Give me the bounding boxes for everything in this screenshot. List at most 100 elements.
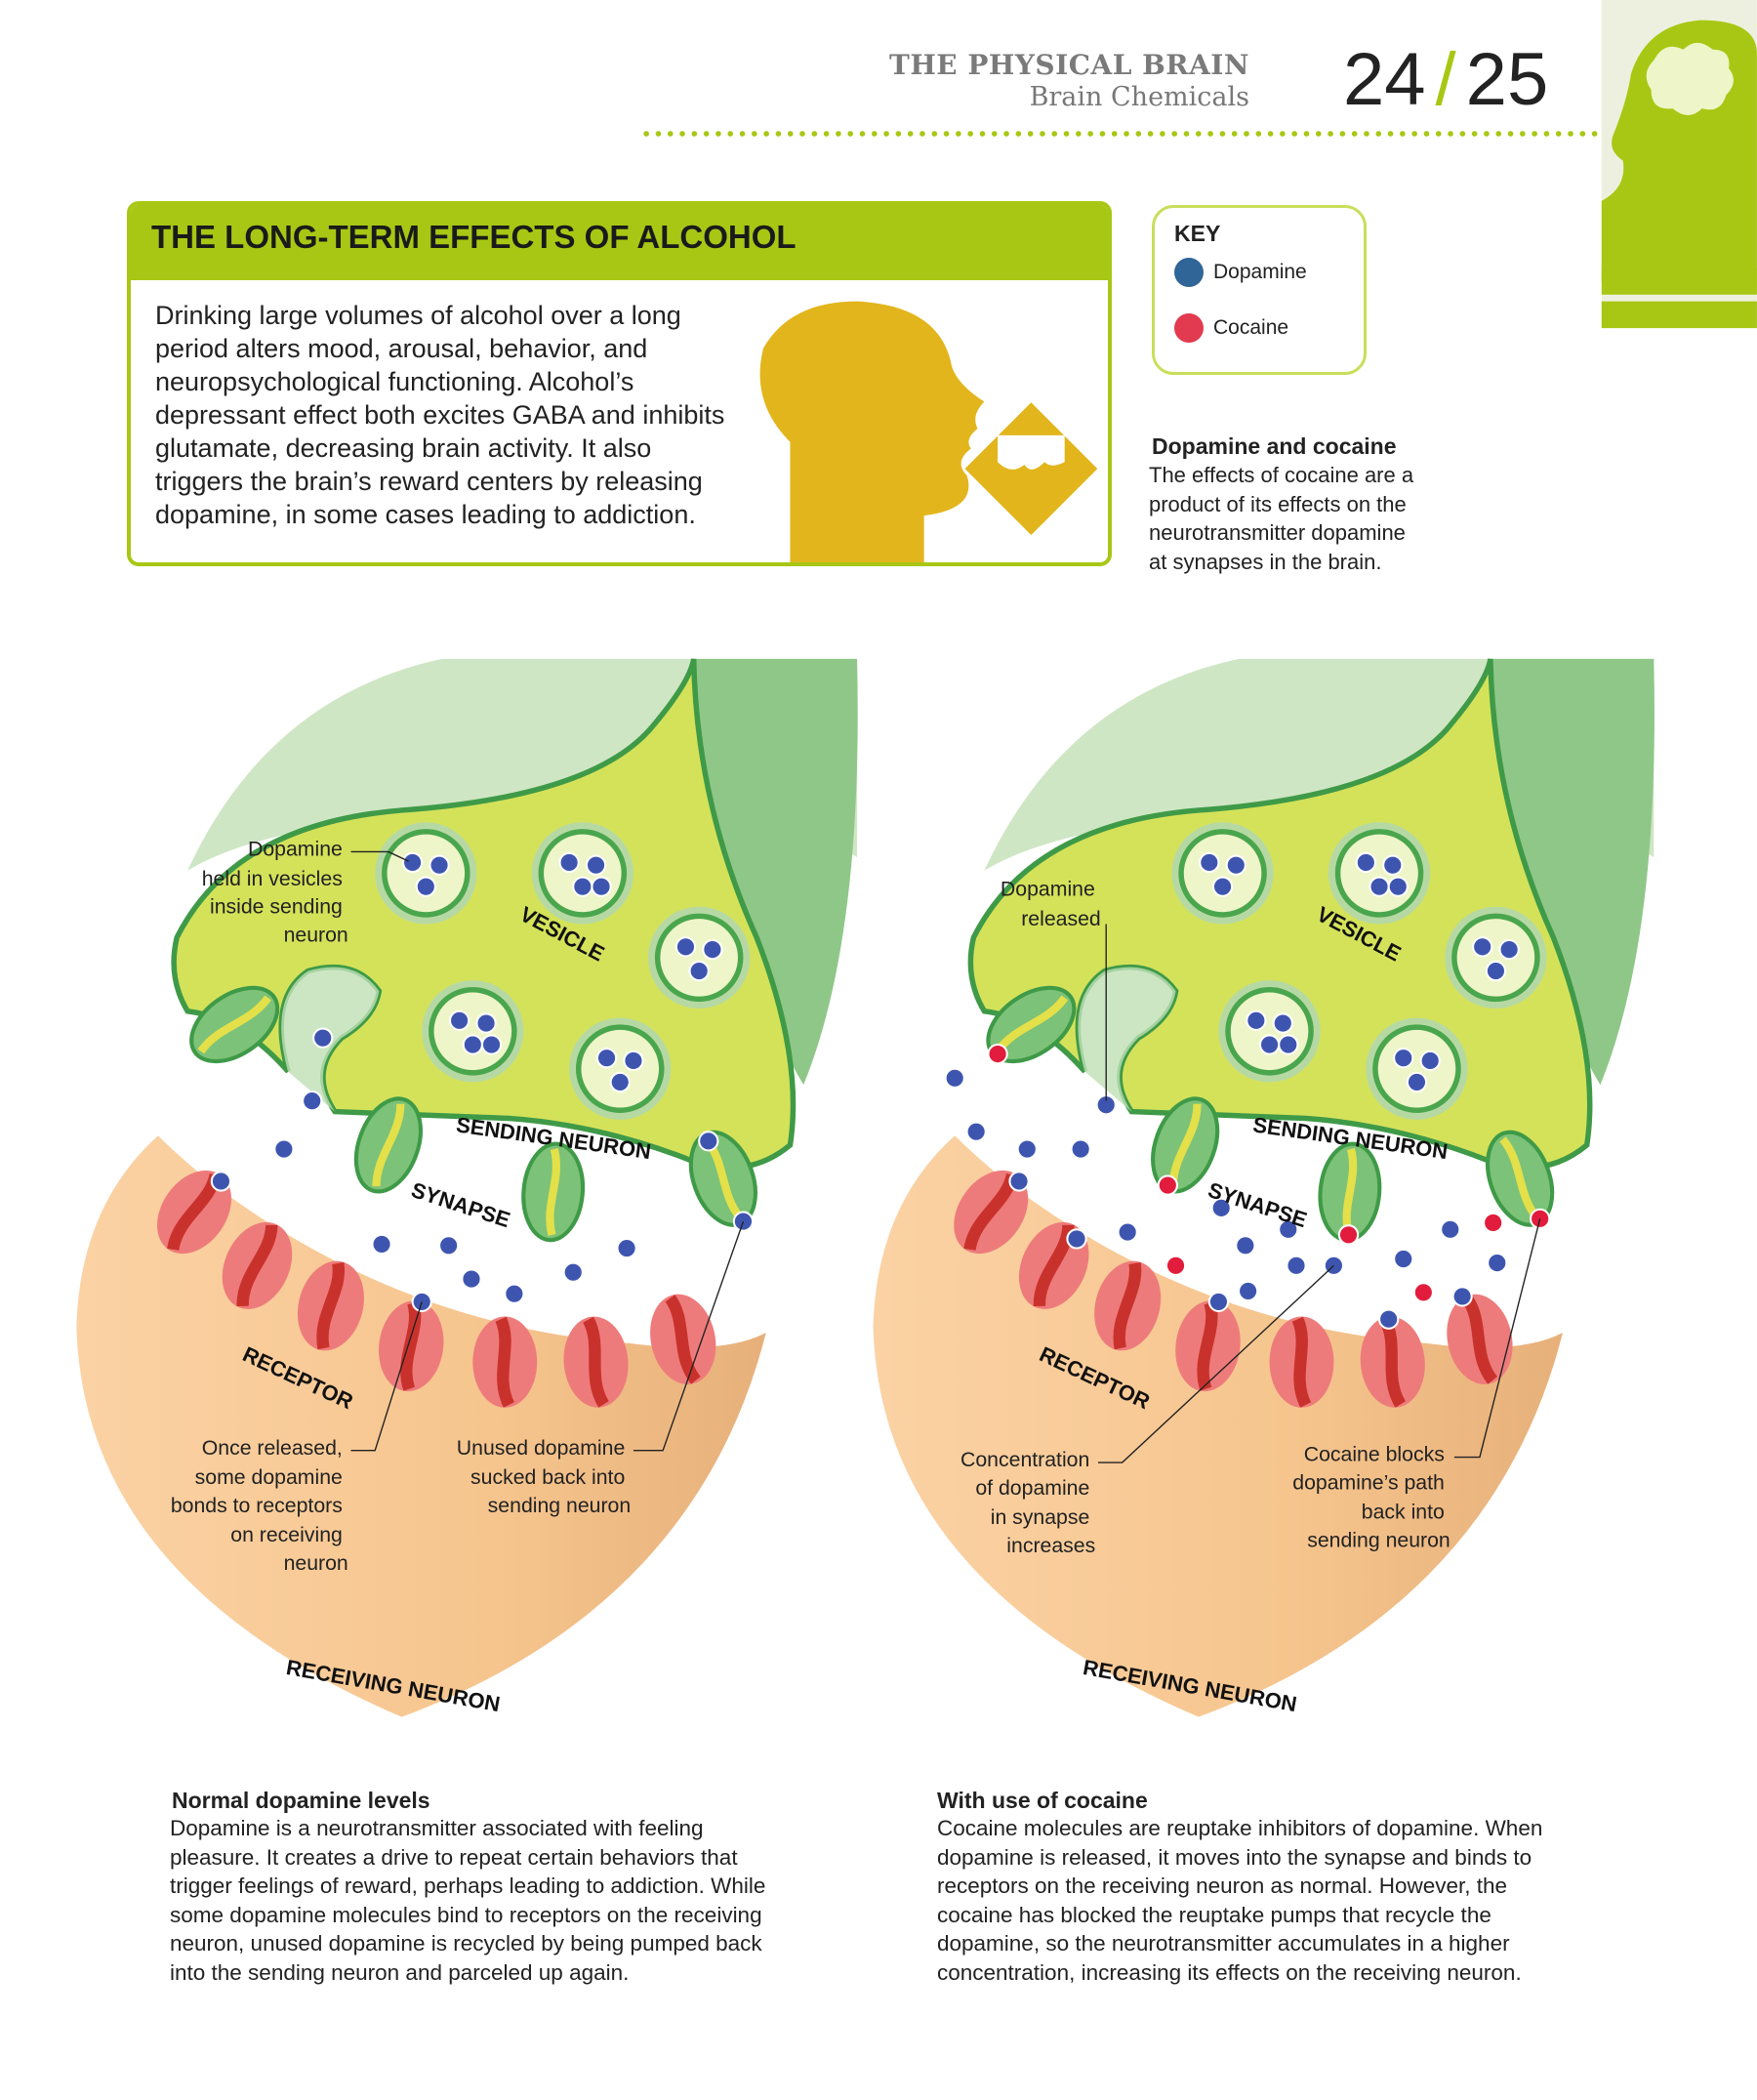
dopamine-molecule	[415, 876, 436, 897]
alcohol-line: depressant effect both excites GABA and …	[155, 400, 725, 430]
dopamine-molecule	[1237, 1280, 1259, 1302]
drinking-head-icon	[759, 301, 1098, 563]
dopamine-molecule	[273, 1138, 295, 1160]
dopamine-molecule	[1066, 1228, 1087, 1250]
bond-label: Once released, some dopamine bonds to re…	[171, 1436, 348, 1575]
dopamine-molecule	[1378, 1308, 1400, 1330]
caption-line: receptors on the receiving neuron as nor…	[937, 1874, 1508, 1899]
blocks-label: Cocaine blocks dopamine’s path back into…	[1292, 1443, 1450, 1552]
concentration-label: Concentration of dopamine in synapse inc…	[960, 1448, 1095, 1557]
synapse-label: SYNAPSE	[1205, 1177, 1310, 1232]
dopamine-molecule	[438, 1235, 460, 1256]
dopamine-molecule	[371, 1233, 392, 1256]
dopamine-molecule	[302, 1090, 323, 1112]
intro-line: at synapses in the brain.	[1149, 549, 1382, 574]
dopamine-molecule	[616, 1237, 637, 1259]
dopamine-molecule	[1258, 1034, 1281, 1055]
dopamine-molecule	[623, 1050, 644, 1072]
alcohol-body: Drinking large volumes of alcohol over a…	[155, 299, 760, 531]
dopamine-molecule	[591, 876, 612, 897]
dopamine-molecule	[461, 1268, 482, 1290]
cocaine-molecule	[1483, 1212, 1504, 1234]
dopamine-molecule	[944, 1067, 965, 1089]
dopamine-molecule	[480, 1034, 503, 1055]
section-subtitle: Brain Chemicals	[1029, 82, 1249, 112]
brain-head-icon	[1601, 0, 1757, 329]
dopamine-molecule	[1369, 876, 1390, 897]
alcohol-line: period alters mood, arousal, behavior, a…	[155, 334, 648, 363]
dopamine-molecule	[401, 851, 424, 874]
dopamine-molecule	[1419, 1050, 1441, 1072]
dopamine-molecule	[1070, 1138, 1091, 1160]
normal-caption-body: Dopamine is a neurotransmitter associate…	[170, 1814, 834, 1988]
cocaine-molecule	[987, 1043, 1008, 1065]
held-label: Dopamine held in vesicles inside sending…	[202, 838, 348, 947]
page-numbers: 24/25	[1343, 37, 1548, 122]
dopamine-molecule	[558, 851, 580, 874]
dopamine-molecule	[1272, 1012, 1293, 1034]
normal-caption-title: Normal dopamine levels	[172, 1788, 430, 1813]
caption-line: Dopamine is a neurotransmitter associate…	[170, 1816, 704, 1840]
key-label: Cocaine	[1213, 316, 1289, 339]
dopamine-molecule	[475, 1012, 497, 1034]
dopamine-molecule	[1382, 854, 1404, 876]
dopamine-molecule	[585, 854, 607, 876]
caption-line: neuron, unused dopamine is recycled by b…	[170, 1931, 762, 1956]
dopamine-molecule	[1008, 1171, 1030, 1192]
dopamine-molecule	[595, 1048, 618, 1069]
dopamine-molecule	[1278, 1218, 1299, 1240]
page-left: 24	[1343, 38, 1426, 121]
cocaine-caption-body: Cocaine molecules are reuptake inhibitor…	[937, 1814, 1601, 1988]
alcohol-line: dopamine, in some cases leading to addic…	[155, 500, 696, 529]
dopamine-molecule	[688, 960, 710, 982]
dopamine-molecule	[448, 1009, 470, 1031]
dopamine-molecule	[674, 936, 697, 958]
intro-line: The effects of cocaine are a	[1149, 463, 1414, 487]
dopamine-swatch	[1174, 258, 1204, 287]
dopamine-molecule	[1440, 1218, 1461, 1240]
caption-line: trigger feelings of reward, perhaps lead…	[170, 1874, 766, 1899]
caption-line: into the sending neuron and parceled up …	[170, 1959, 630, 1985]
intro-title: Dopamine and cocaine	[1152, 433, 1397, 459]
caption-line: some dopamine molecules bind to receptor…	[170, 1902, 762, 1927]
intro-body: The effects of cocaine are a product of …	[1149, 461, 1471, 576]
dopamine-molecule	[1210, 1197, 1232, 1219]
alcohol-line: neuropsychological functioning. Alcohol’…	[155, 367, 634, 396]
page-right: 25	[1465, 38, 1549, 121]
neuron-shapes	[874, 659, 1655, 1717]
section-title: THE PHYSICAL BRAIN	[889, 49, 1249, 81]
dopamine-molecule	[1393, 1248, 1414, 1270]
dopamine-molecule	[1211, 876, 1234, 897]
cocaine-diagram: VESICLE SENDING NEURON SYNAPSE RECEPTOR …	[874, 659, 1655, 1717]
dopamine-molecule	[1286, 1255, 1307, 1276]
cocaine-caption-title: With use of cocaine	[937, 1788, 1148, 1813]
dopamine-molecule	[562, 1261, 584, 1283]
unused-label: Unused dopamine sucked back into sending…	[457, 1436, 631, 1517]
intro-line: product of its effects on the	[1149, 491, 1407, 516]
key-title: KEY	[1174, 221, 1221, 246]
cocaine-molecule	[1337, 1224, 1360, 1246]
dopamine-molecule	[462, 1034, 483, 1055]
alcohol-line: glutamate, decreasing brain activity. It…	[155, 433, 652, 463]
dopamine-molecule	[210, 1171, 232, 1192]
dopamine-molecule	[1235, 1235, 1256, 1256]
dopamine-molecule	[1355, 851, 1376, 874]
key-label: Dopamine	[1213, 261, 1307, 283]
cocaine-molecule	[1165, 1255, 1187, 1276]
alcohol-panel-header	[131, 205, 1108, 280]
dopamine-molecule	[1207, 1291, 1230, 1313]
alcohol-line: triggers the brain’s reward centers by r…	[155, 467, 703, 496]
key-item-dopamine: Dopamine	[1174, 258, 1307, 287]
dopamine-molecule	[1117, 1221, 1138, 1243]
key-item-cocaine: Cocaine	[1174, 313, 1288, 343]
dopamine-molecule	[504, 1283, 525, 1304]
dopamine-molecule	[1199, 851, 1220, 874]
normal-dopamine-diagram: VESICLE SENDING NEURON SYNAPSE RECEPTOR …	[76, 659, 857, 1717]
dopamine-molecule	[702, 938, 723, 961]
alcohol-line: Drinking large volumes of alcohol over a…	[155, 301, 681, 330]
dopamine-molecule	[1472, 936, 1493, 958]
dopamine-molecule	[1387, 876, 1409, 897]
cocaine-molecule	[1530, 1208, 1551, 1229]
key-legend	[1152, 205, 1367, 375]
dopamine-molecule	[698, 1131, 719, 1152]
